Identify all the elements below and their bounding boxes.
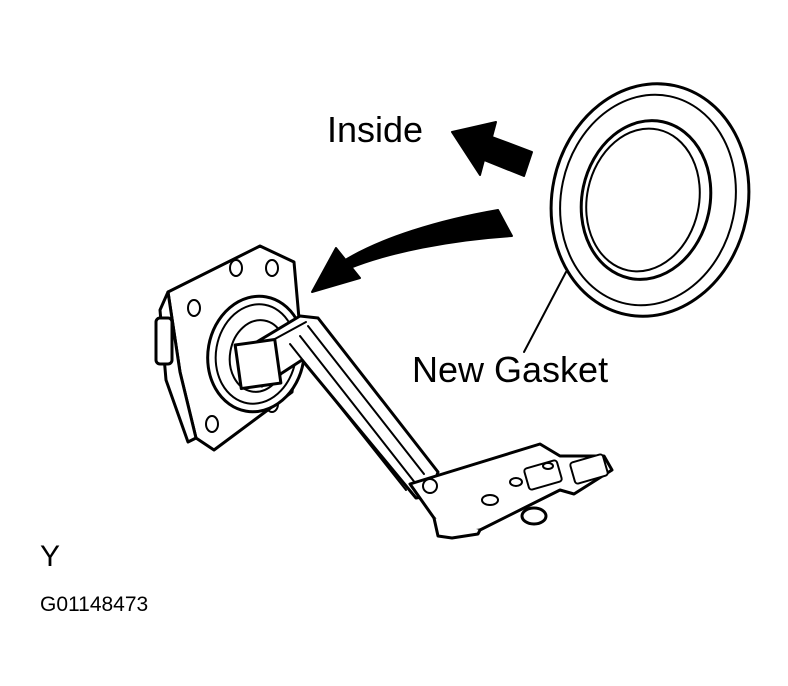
figure-code-label: G01148473: [40, 593, 149, 616]
new-gasket-label: New Gasket: [412, 349, 609, 390]
fuel-sender-assembly: [154, 244, 614, 540]
install-curved-arrow-icon: [311, 209, 513, 293]
view-letter-label: Y: [40, 540, 61, 573]
gasket-leader-line: [523, 271, 567, 353]
inside-arrow-icon: [451, 121, 533, 177]
new-gasket-ring: [549, 82, 751, 318]
inside-label: Inside: [327, 109, 424, 150]
